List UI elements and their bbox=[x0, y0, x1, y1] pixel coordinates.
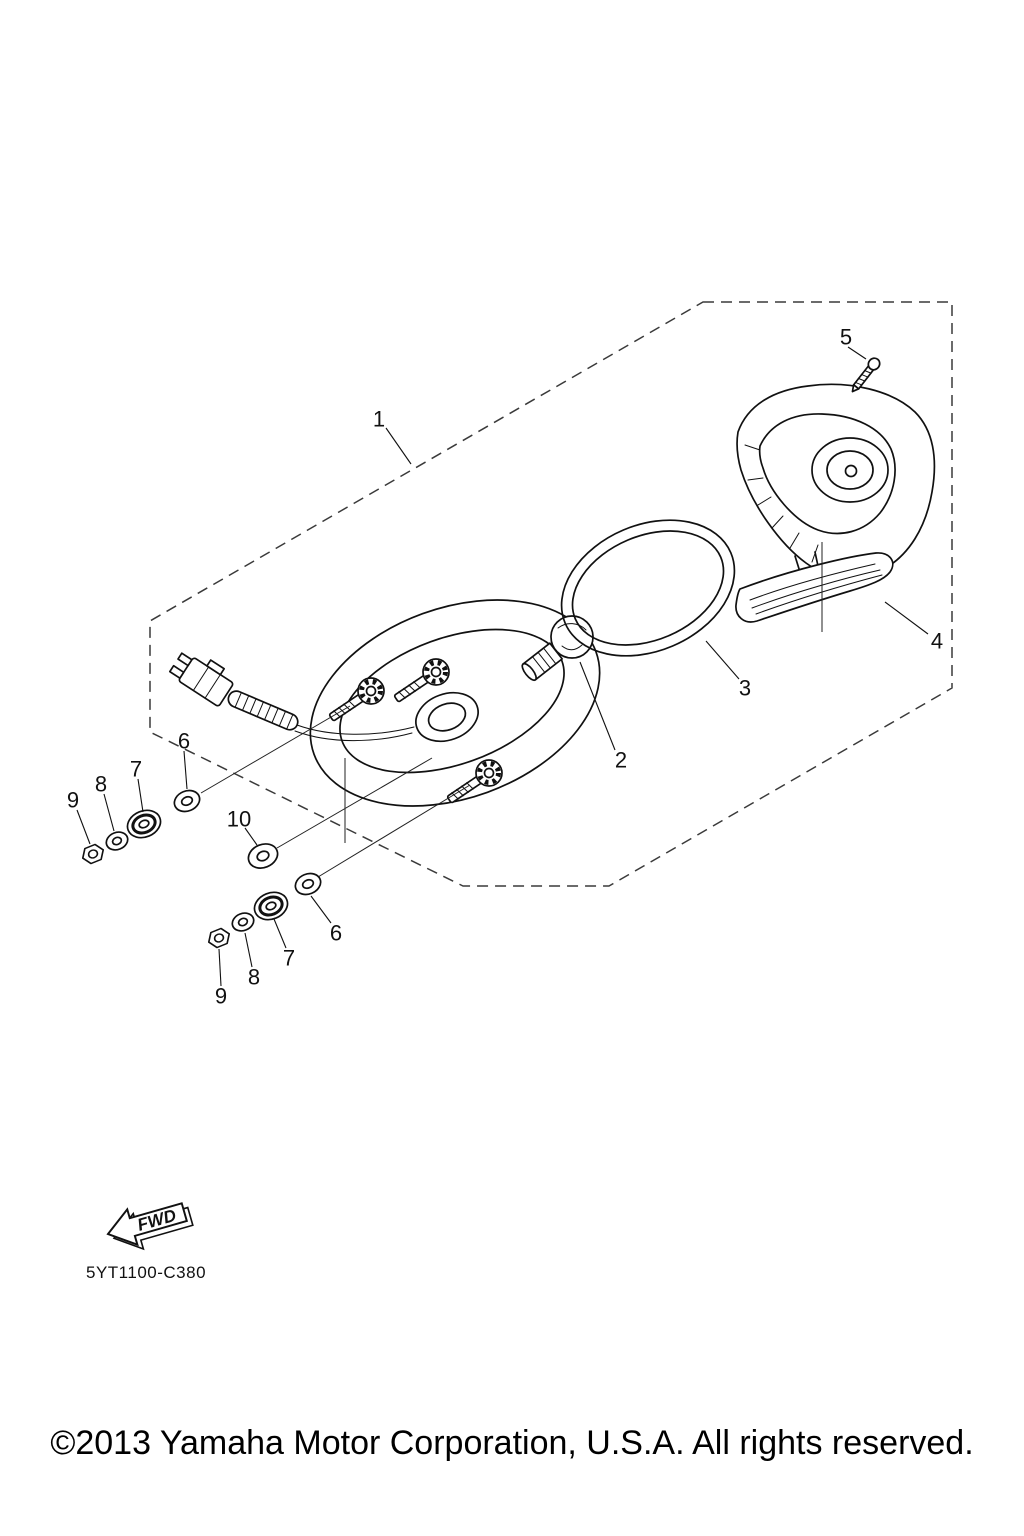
callout-3: 3 bbox=[739, 676, 751, 701]
nut-lower bbox=[207, 927, 231, 949]
leader-7-lower bbox=[273, 918, 287, 949]
leader-3 bbox=[705, 640, 740, 680]
reflector bbox=[811, 437, 889, 503]
wire bbox=[296, 724, 415, 735]
callout-9-upper: 9 bbox=[67, 788, 79, 813]
callout-7-lower: 7 bbox=[283, 946, 295, 971]
callout-7-upper: 7 bbox=[130, 757, 142, 782]
gasket bbox=[560, 519, 736, 657]
callout-6-upper: 6 bbox=[178, 729, 190, 754]
collar-upper bbox=[173, 789, 201, 813]
drawing-code: 5YT1100-C380 bbox=[86, 1263, 206, 1282]
callout-2: 2 bbox=[615, 748, 627, 773]
tail-light-housing bbox=[309, 599, 601, 807]
nut-upper bbox=[81, 843, 105, 865]
grommet-upper bbox=[126, 809, 162, 839]
callout-9-lower: 9 bbox=[215, 984, 227, 1009]
screw bbox=[851, 357, 881, 393]
callout-5: 5 bbox=[840, 325, 852, 350]
callout-1: 1 bbox=[373, 407, 385, 432]
callout-10: 10 bbox=[227, 807, 251, 832]
inner-lens bbox=[735, 542, 894, 632]
mounting-stud-top-right bbox=[393, 658, 450, 703]
fwd-arrow-body bbox=[106, 1202, 189, 1247]
wire-connector bbox=[168, 652, 234, 707]
copyright-text: ©2013 Yamaha Motor Corporation, U.S.A. A… bbox=[50, 1424, 974, 1462]
lens-housing bbox=[736, 383, 936, 579]
grommet-lower bbox=[253, 891, 289, 921]
callout-8-upper: 8 bbox=[95, 772, 107, 797]
callout-6-lower: 6 bbox=[330, 921, 342, 946]
mounting-stud-bottom bbox=[446, 759, 503, 804]
collar-lower bbox=[294, 872, 322, 896]
leader-6-upper bbox=[183, 750, 188, 790]
leader-10 bbox=[244, 827, 258, 846]
leader-9-upper bbox=[76, 809, 91, 845]
leader-9-lower bbox=[218, 948, 222, 987]
leader-8-upper bbox=[103, 793, 115, 832]
assembly-axis-lower bbox=[317, 784, 471, 878]
leader-4 bbox=[884, 601, 929, 635]
bulb-socket bbox=[415, 691, 479, 743]
callout-8-lower: 8 bbox=[248, 965, 260, 990]
assembly-axis-upper bbox=[200, 705, 351, 794]
fwd-arrow-shadow bbox=[112, 1206, 194, 1251]
leader-1 bbox=[385, 427, 412, 465]
leader-2 bbox=[579, 661, 616, 751]
washer-upper bbox=[105, 831, 129, 851]
assembly-axis-spacer bbox=[276, 757, 433, 849]
callout-4: 4 bbox=[931, 629, 943, 654]
corrugated-tube bbox=[227, 690, 299, 731]
spacer-collar bbox=[247, 843, 279, 869]
wire bbox=[294, 730, 413, 742]
leader-7-upper bbox=[137, 778, 144, 813]
washer-lower bbox=[231, 912, 255, 932]
leader-8-lower bbox=[244, 932, 253, 968]
wiring-harness bbox=[168, 652, 415, 742]
assembly-boundary bbox=[149, 301, 953, 887]
leader-6-lower bbox=[310, 895, 332, 924]
leader-5 bbox=[847, 346, 867, 360]
fwd-arrow: FWD bbox=[106, 1202, 194, 1251]
